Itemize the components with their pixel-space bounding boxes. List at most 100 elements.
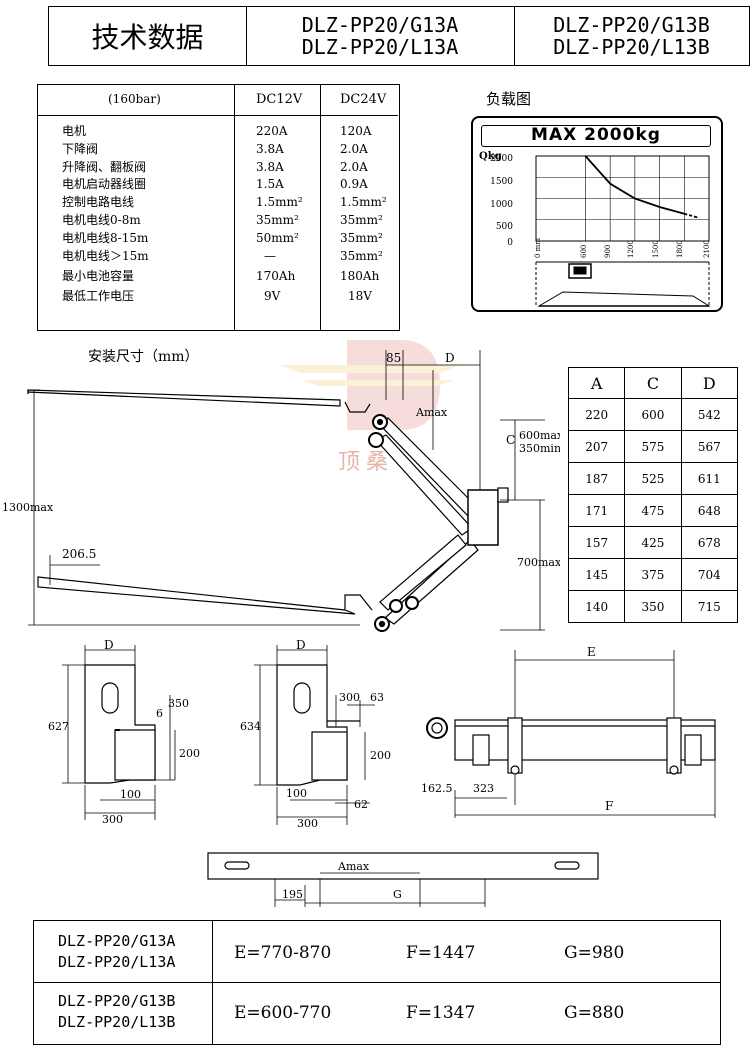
spec-value: 0.9A — [340, 177, 368, 192]
bracket-b-300b: 300 — [297, 817, 318, 830]
spec-value: 50mm² — [256, 230, 299, 245]
install-drawing: 85 D Amax C 600max 350min 1300max 206.5 … — [2, 340, 560, 632]
acd-cell: 525 — [624, 462, 682, 495]
spec-label: 电机电线8-15m — [62, 230, 149, 245]
spec-value: 120A — [340, 124, 372, 138]
lower-platform — [37, 576, 356, 615]
bracket-b-200: 200 — [370, 749, 391, 762]
acd-header-row: A C D — [567, 367, 739, 399]
spec-value: 35mm² — [340, 230, 383, 245]
platform-view-drawing: Amax 195 G — [207, 852, 599, 907]
variant-model: DLZ-PP20/L13A — [58, 953, 176, 971]
spec-label: 下降阀 — [62, 141, 99, 156]
acd-header: D — [680, 367, 739, 399]
upper-platform — [27, 389, 341, 407]
y-tick-label: 1500 — [490, 177, 513, 187]
header-table: 技术数据 DLZ-PP20/G13A DLZ-PP20/L13A DLZ-PP2… — [48, 6, 750, 66]
bracket-a-6: 6 — [156, 707, 163, 720]
acd-cell: 207 — [567, 430, 626, 463]
watermark: 顶桑 — [338, 450, 395, 475]
page-title: 技术数据 — [91, 21, 204, 54]
spec-label: 升降阀、翻板阀 — [62, 159, 147, 174]
variant-model: DLZ-PP20/L13B — [58, 1013, 176, 1031]
spec-table: (160bar) DC12V DC24V 电机 下降阀 升降阀、翻板阀 电机启动… — [37, 84, 400, 331]
header-title-cell: 技术数据 — [49, 7, 247, 65]
spec-label: 最低工作电压 — [62, 288, 135, 303]
bracket-b-100: 100 — [286, 787, 307, 800]
spec-value: 18V — [348, 288, 372, 303]
bracket-a-627: 627 — [48, 720, 69, 733]
top-view-drawing: E 162.5 323 F — [421, 645, 716, 818]
upper-arm — [379, 417, 479, 519]
bracket-b-634: 634 — [240, 720, 261, 733]
acd-cell: 145 — [567, 558, 626, 591]
variant-f: F=1447 — [406, 943, 476, 963]
spec-value: 170Ah — [256, 268, 296, 283]
platform-195: 195 — [282, 888, 303, 901]
header-model-a: DLZ-PP20/G13A DLZ-PP20/L13A — [246, 7, 515, 65]
platform-amax: Amax — [337, 860, 370, 873]
spec-col-24v: DC24V — [340, 92, 387, 107]
spec-value: 220A — [256, 124, 288, 138]
dim-85: 85 — [386, 351, 401, 365]
acd-cell: 475 — [624, 494, 682, 527]
spec-value: 3.8A — [256, 159, 284, 174]
acd-cell: 611 — [680, 462, 739, 495]
acd-cell: 220 — [567, 398, 626, 431]
variant-model: DLZ-PP20/G13A — [58, 932, 176, 950]
spec-label: 电机 — [62, 124, 87, 138]
load-data-point — [634, 197, 636, 200]
dim-1300: 1300max — [2, 501, 54, 514]
acd-header: C — [624, 367, 682, 399]
acd-header: A — [567, 367, 626, 399]
spec-label: 电机电线0-8m — [62, 212, 141, 227]
topview-162: 162.5 — [421, 782, 453, 795]
install-caption: 安装尺寸（mm） — [88, 349, 199, 365]
load-q-label: Qkg — [479, 151, 502, 162]
topview-323: 323 — [473, 782, 494, 795]
bracket-b-63: 63 — [370, 691, 384, 704]
spec-label: 电机启动器线圈 — [62, 177, 147, 192]
bracket-b-62: 62 — [354, 798, 368, 811]
variant-model: DLZ-PP20/G13B — [58, 992, 176, 1010]
spec-value: 3.8A — [256, 141, 284, 156]
variant-f: F=1347 — [406, 1003, 476, 1023]
bracket-a-300: 300 — [102, 813, 123, 826]
x-tick-label: 900 — [604, 245, 612, 258]
spec-pressure: (160bar) — [108, 92, 161, 106]
topview-e: E — [587, 645, 596, 659]
bracket-a-drawing: D 627 6 350 200 100 300 — [48, 638, 200, 826]
load-data-point — [584, 155, 587, 157]
acd-cell: 350 — [624, 590, 682, 623]
spec-value: 35mm² — [340, 212, 383, 227]
y-tick-label: 1000 — [490, 200, 513, 210]
spec-value: 35mm² — [256, 212, 299, 227]
topview-f: F — [605, 799, 613, 813]
bracket-a-200: 200 — [179, 747, 200, 760]
dim-700: 700max — [517, 556, 560, 569]
load-chart-svg: Qkg 2000 1500 1000 500 0 0 mm 600 900 12… — [479, 151, 711, 307]
spec-value: 2.0A — [340, 159, 368, 174]
model-a1: DLZ-PP20/G13A — [301, 13, 459, 37]
y-tick-label: 500 — [496, 222, 513, 232]
dim-amax: Amax — [415, 406, 448, 419]
model-b1: DLZ-PP20/G13B — [553, 13, 710, 37]
dim-d: D — [445, 351, 455, 365]
platform-g: G — [393, 888, 402, 901]
variant-e: E=770-870 — [234, 943, 332, 963]
x-tick-label: 0 mm — [534, 238, 542, 258]
spec-label: 最小电池容量 — [62, 268, 135, 283]
bracket-b-d: D — [296, 638, 306, 652]
variant-e: E=600-770 — [234, 1003, 332, 1023]
bracket-b-300: 300 — [339, 691, 360, 704]
load-curve-dashed — [684, 212, 697, 219]
load-data-point — [683, 213, 686, 215]
variant-table: DLZ-PP20/G13A DLZ-PP20/L13A E=770-870 F=… — [33, 920, 721, 1045]
x-tick-label: 1200 — [627, 240, 635, 258]
acd-cell: 678 — [680, 526, 739, 559]
load-data-point — [609, 182, 611, 185]
